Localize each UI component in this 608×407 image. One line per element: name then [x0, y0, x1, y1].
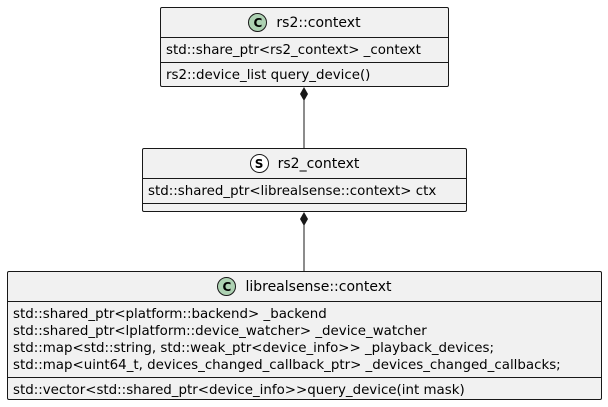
field: std::map<std::string, std::weak_ptr<devi… — [13, 341, 495, 356]
methods-section — [143, 204, 466, 212]
fields-section: std::shared_ptr<librealsense::context> c… — [143, 179, 466, 204]
fields-section: std::shared_ptr<platform::backend> _back… — [8, 302, 601, 378]
field: std::shared_ptr<librealsense::context> c… — [148, 184, 437, 199]
field: std::shared_ptr<platform::backend> _back… — [13, 307, 327, 322]
struct-header: S rs2_context — [143, 149, 466, 179]
composition-diamond-icon — [300, 87, 308, 101]
struct-stereotype-icon: S — [249, 154, 269, 173]
class-header: C librealsense::context — [8, 272, 601, 302]
methods-section: rs2::device_list query_device() — [161, 63, 448, 87]
field: std::share_ptr<rs2_context> _context — [166, 43, 421, 58]
class-stereotype-icon: C — [217, 277, 237, 296]
method: rs2::device_list query_device() — [166, 68, 371, 83]
class-rs2-context[interactable]: C rs2::context std::share_ptr<rs2_contex… — [160, 7, 449, 87]
field: std::shared_ptr<lplatform::device_watche… — [13, 324, 427, 339]
fields-section: std::share_ptr<rs2_context> _context — [161, 38, 448, 63]
class-header: C rs2::context — [161, 8, 448, 38]
class-name: librealsense::context — [245, 278, 392, 295]
composition-diamond-icon — [300, 212, 308, 226]
methods-section: std::vector<std::shared_ptr<device_info>… — [8, 378, 601, 402]
class-librealsense-context[interactable]: C librealsense::context std::shared_ptr<… — [7, 271, 602, 400]
class-name: rs2::context — [276, 14, 361, 31]
field: std::map<uint64_t, devices_changed_callb… — [13, 358, 561, 373]
struct-rs2_context[interactable]: S rs2_context std::shared_ptr<librealsen… — [142, 148, 467, 212]
composition-rs2-context-to-rs2_context — [300, 87, 308, 148]
class-stereotype-icon: C — [248, 13, 268, 32]
method: std::vector<std::shared_ptr<device_info>… — [13, 383, 465, 398]
struct-name: rs2_context — [277, 155, 360, 172]
composition-rs2_context-to-librealsense-context — [300, 212, 308, 271]
